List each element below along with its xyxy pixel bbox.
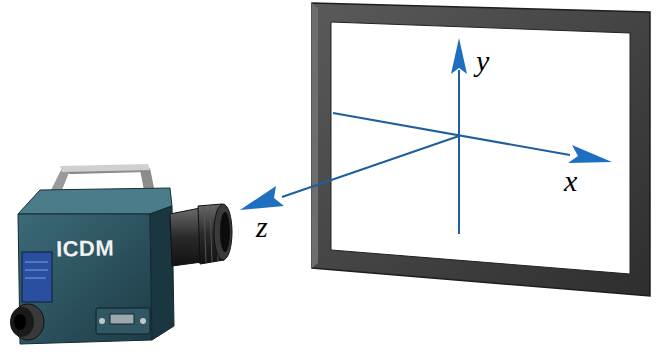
axis-label: y [476,46,489,76]
brand-label: ICDM [56,237,115,260]
axis-label: z [256,212,268,242]
luminance-meter [10,164,232,344]
monitor [312,3,650,296]
axis-label: x [564,166,577,196]
axes [240,38,612,234]
